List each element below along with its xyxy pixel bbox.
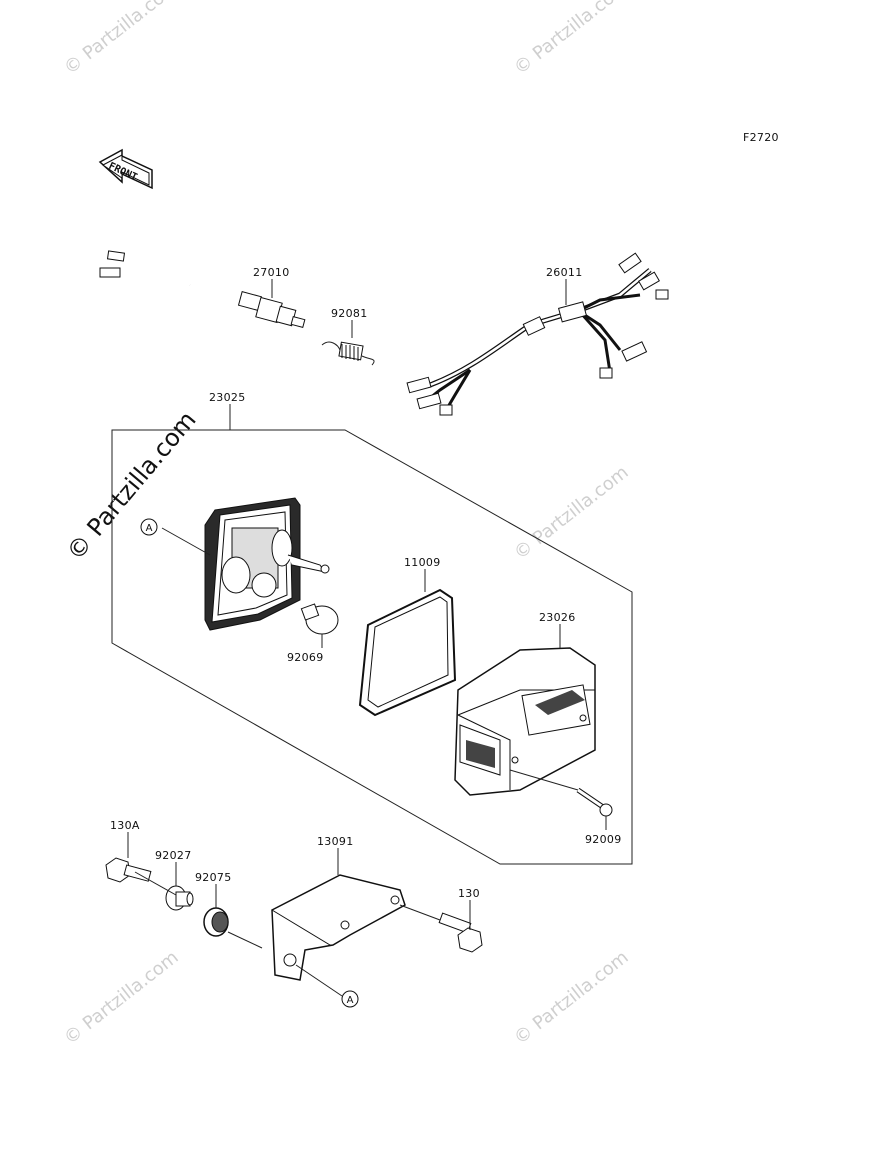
callout-23026[interactable]: 23026 bbox=[539, 611, 576, 624]
callouts: 27010 92081 26011 23025 11009 23026 9206… bbox=[110, 266, 622, 900]
ref-marker-a-bottom: A bbox=[341, 990, 359, 1008]
kit-outline-23025 bbox=[111, 429, 633, 865]
callout-92027[interactable]: 92027 bbox=[155, 849, 192, 862]
callout-92069[interactable]: 92069 bbox=[287, 651, 324, 664]
part-92081-spring bbox=[321, 341, 375, 366]
callout-92009[interactable]: 92009 bbox=[585, 833, 622, 846]
watermark: © Partzilla.com bbox=[510, 0, 632, 79]
callout-92075[interactable]: 92075 bbox=[195, 871, 232, 884]
part-92009-screw bbox=[576, 787, 613, 817]
part-26011-wire-harness bbox=[406, 252, 669, 416]
part-130A-bolt bbox=[105, 857, 152, 883]
diagram-code: F2720 bbox=[743, 131, 779, 144]
callout-26011[interactable]: 26011 bbox=[546, 266, 583, 279]
part-lamp-base bbox=[204, 497, 330, 631]
watermark: © Partzilla.com bbox=[510, 947, 632, 1049]
ref-marker-label: A bbox=[146, 523, 153, 534]
watermark: © Partzilla.com bbox=[510, 462, 632, 564]
callout-23025[interactable]: 23025 bbox=[209, 391, 246, 404]
callout-13091[interactable]: 13091 bbox=[317, 835, 354, 848]
callout-11009[interactable]: 11009 bbox=[404, 556, 441, 569]
part-92075-grommet bbox=[203, 907, 229, 937]
callout-130[interactable]: 130 bbox=[458, 887, 480, 900]
ref-marker-a-top: A bbox=[140, 518, 158, 536]
part-13091-bracket bbox=[271, 874, 406, 981]
callout-27010[interactable]: 27010 bbox=[253, 266, 290, 279]
part-27010-switch bbox=[99, 250, 306, 329]
callout-130A[interactable]: 130A bbox=[110, 819, 140, 832]
front-arrow-icon: FRONT bbox=[98, 148, 153, 190]
callout-92081[interactable]: 92081 bbox=[331, 307, 368, 320]
leader-lines bbox=[127, 279, 607, 997]
part-11009-gasket bbox=[358, 588, 457, 717]
ref-marker-label: A bbox=[347, 995, 354, 1006]
watermark: © Partzilla.com bbox=[60, 0, 182, 79]
part-23026-lens bbox=[454, 647, 596, 796]
part-130-bolt bbox=[438, 912, 483, 953]
part-92069-bulb bbox=[300, 603, 339, 635]
part-92027-collar bbox=[165, 885, 194, 911]
watermark: © Partzilla.com bbox=[60, 947, 182, 1049]
